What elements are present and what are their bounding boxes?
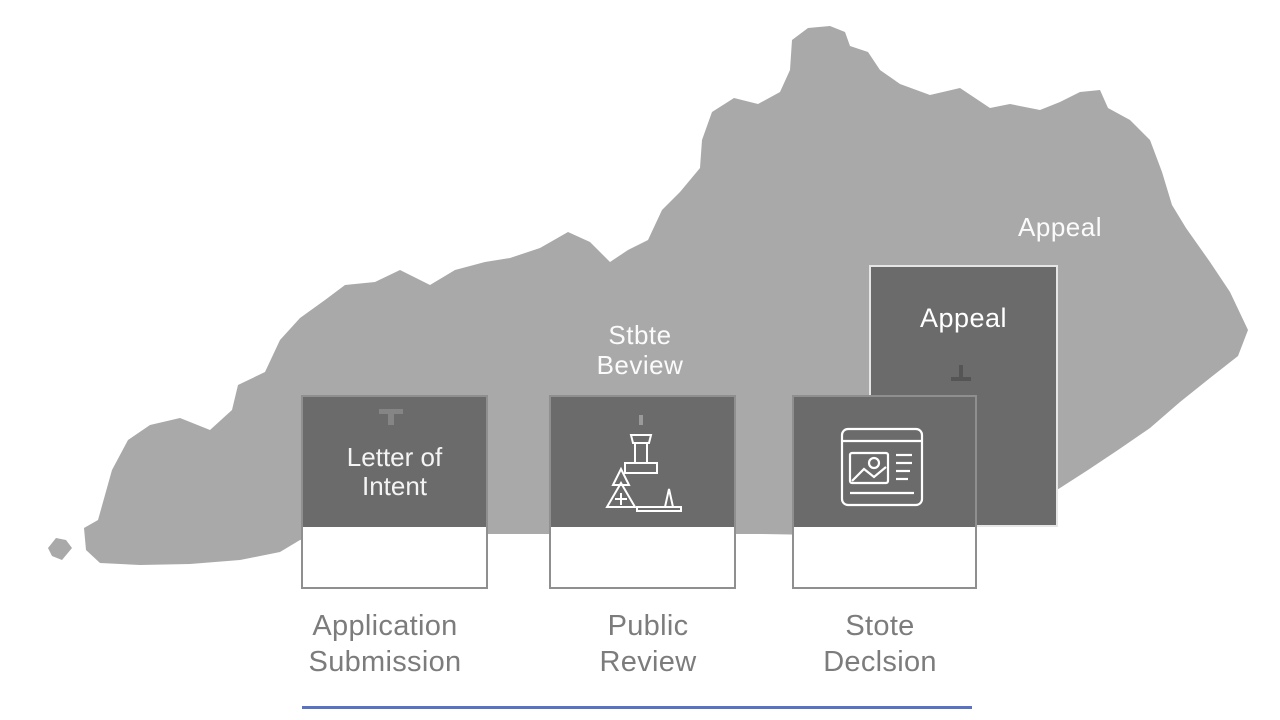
appeal-stem-base	[951, 377, 971, 381]
stage-label-public: Public Review	[599, 610, 697, 678]
appeal-map-label: Appeal	[1018, 212, 1102, 242]
state-review-label: Stbte Beview	[596, 320, 684, 380]
state-decision-panel	[794, 397, 975, 527]
state-decision-box	[792, 395, 977, 589]
document-image-icon	[840, 427, 924, 507]
lamp-scale-icon	[605, 415, 682, 512]
stage-label-application: Application Submission	[308, 610, 462, 678]
appeal-box-title: Appeal	[919, 303, 1008, 333]
letter-of-intent-box: Letter of Intent	[301, 395, 488, 589]
timeline-baseline	[302, 706, 972, 709]
letter-of-intent-panel: Letter of Intent	[303, 397, 486, 527]
connector-t-stem	[388, 411, 394, 425]
stage-label-state: Stote Declsion	[823, 610, 937, 678]
public-review-panel	[551, 397, 734, 527]
public-review-box	[549, 395, 736, 589]
appeal-stem	[959, 365, 963, 379]
letter-of-intent-text: Letter of Intent	[346, 442, 443, 501]
